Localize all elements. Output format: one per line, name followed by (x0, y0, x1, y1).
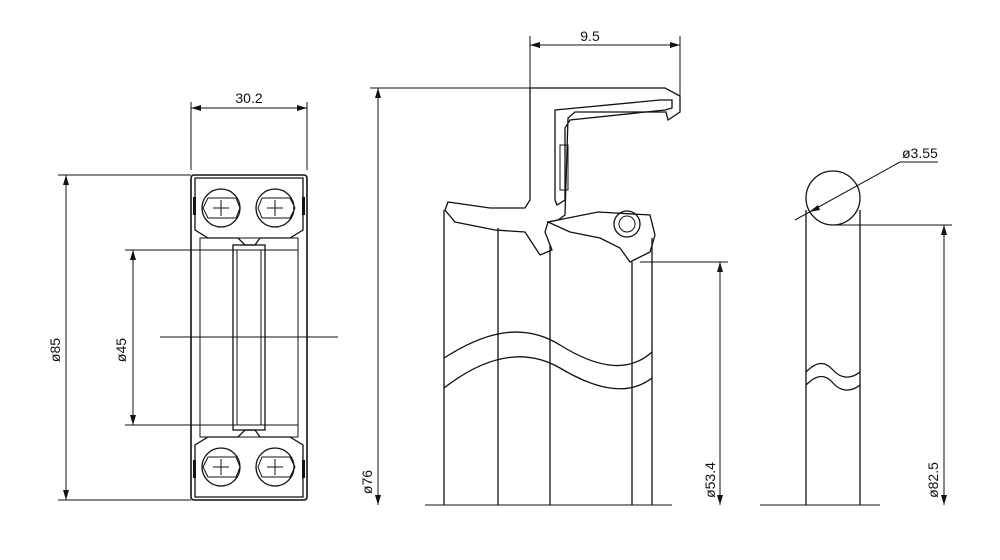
seal-lip-diameter-dimension: ø53.4 (702, 462, 718, 498)
bearing-top-section (193, 177, 305, 251)
seal-metal-insert (554, 99, 673, 206)
ball-top-right (255, 188, 295, 228)
seal-outer-diameter-dimension: ø76 (359, 470, 375, 494)
seal-rubber-section (444, 87, 681, 256)
bearing-view: 30.2 ø85 ø45 (47, 90, 338, 501)
seal-lip (545, 211, 656, 263)
bearing-width-dimension: 30.2 (235, 90, 262, 106)
seal-width-dimension: 9.5 (580, 28, 600, 44)
oring-view: ø3.55 ø82.5 (760, 145, 952, 506)
bearing-bore-diameter-dimension: ø45 (113, 338, 129, 362)
bearing-bottom-section (193, 424, 305, 498)
oring-cross-section-dimension: ø3.55 (902, 145, 938, 161)
ball-bottom-right (255, 447, 295, 487)
seal-view: 9.5 ø76 ø53.4 (359, 28, 728, 506)
garter-spring (613, 210, 641, 238)
bearing-outer-diameter-dimension: ø85 (47, 338, 63, 362)
oring-cross-section (805, 170, 861, 226)
oring-diameter-dimension: ø82.5 (925, 462, 941, 498)
